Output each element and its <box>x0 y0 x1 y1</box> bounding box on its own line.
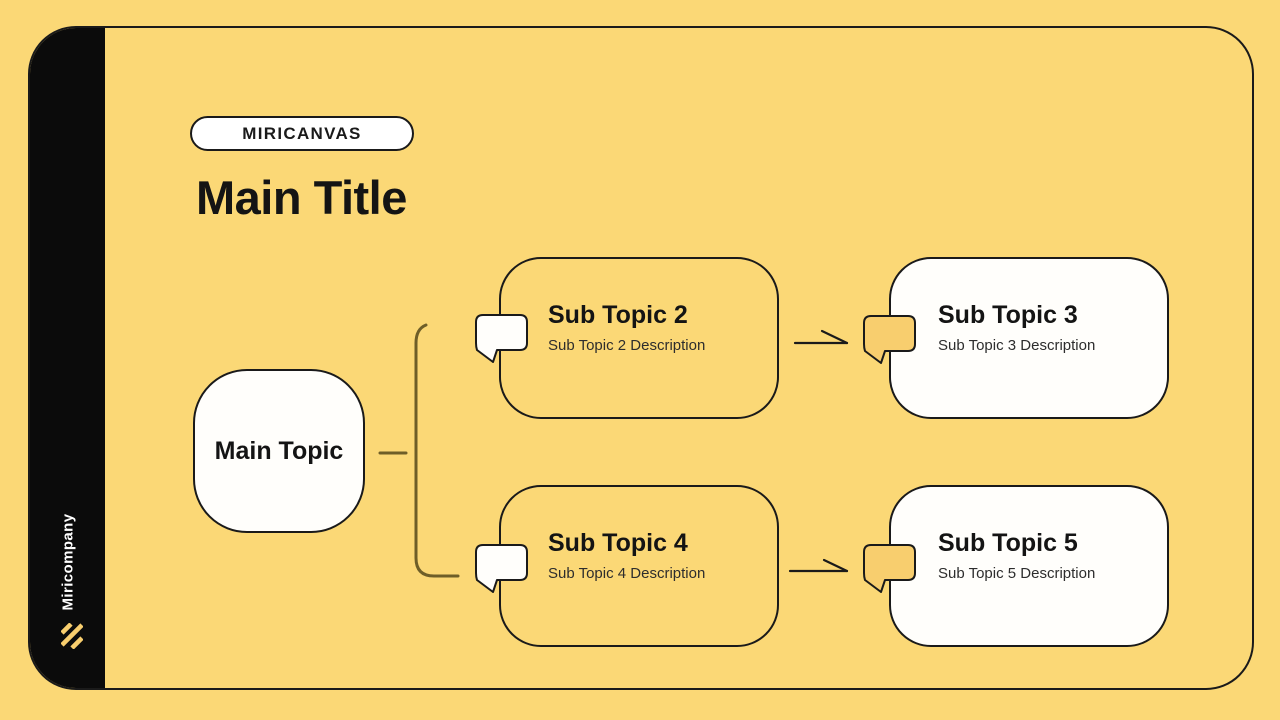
subtopic-card-2[interactable]: Sub Topic 2 Sub Topic 2 Description <box>499 257 779 419</box>
page-title[interactable]: Main Title <box>196 171 407 224</box>
subtopic-description: Sub Topic 5 Description <box>938 564 1096 582</box>
sidebar-bar: Miricompany <box>30 28 105 688</box>
subtopic-card-5[interactable]: Sub Topic 5 Sub Topic 5 Description <box>889 485 1169 647</box>
folded-tab-icon <box>863 315 916 364</box>
company-name-vertical-text[interactable]: Miricompany <box>59 513 76 611</box>
subtopic-card-3[interactable]: Sub Topic 3 Sub Topic 3 Description <box>889 257 1169 419</box>
subtopic-description: Sub Topic 4 Description <box>548 564 706 582</box>
subtopic-title: Sub Topic 4 <box>548 529 688 557</box>
subtopic-card-4[interactable]: Sub Topic 4 Sub Topic 4 Description <box>499 485 779 647</box>
subtopic-title: Sub Topic 3 <box>938 301 1078 329</box>
subtopic-description: Sub Topic 2 Description <box>548 336 706 354</box>
brand-badge[interactable]: MIRICANVAS <box>190 116 414 151</box>
folded-tab-icon <box>475 314 528 363</box>
folded-tab-icon <box>863 544 916 593</box>
template-frame: Miricompany <box>28 26 1254 690</box>
subtopic-title: Sub Topic 5 <box>938 529 1078 557</box>
subtopic-title: Sub Topic 2 <box>548 301 688 329</box>
diagonal-stripes-logo-icon <box>61 623 83 649</box>
main-topic-label: Main Topic <box>214 436 344 465</box>
main-topic-node[interactable]: Main Topic <box>193 369 365 533</box>
folded-tab-icon <box>475 544 528 593</box>
subtopic-description: Sub Topic 3 Description <box>938 336 1096 354</box>
brand-badge-label: MIRICANVAS <box>242 123 362 143</box>
